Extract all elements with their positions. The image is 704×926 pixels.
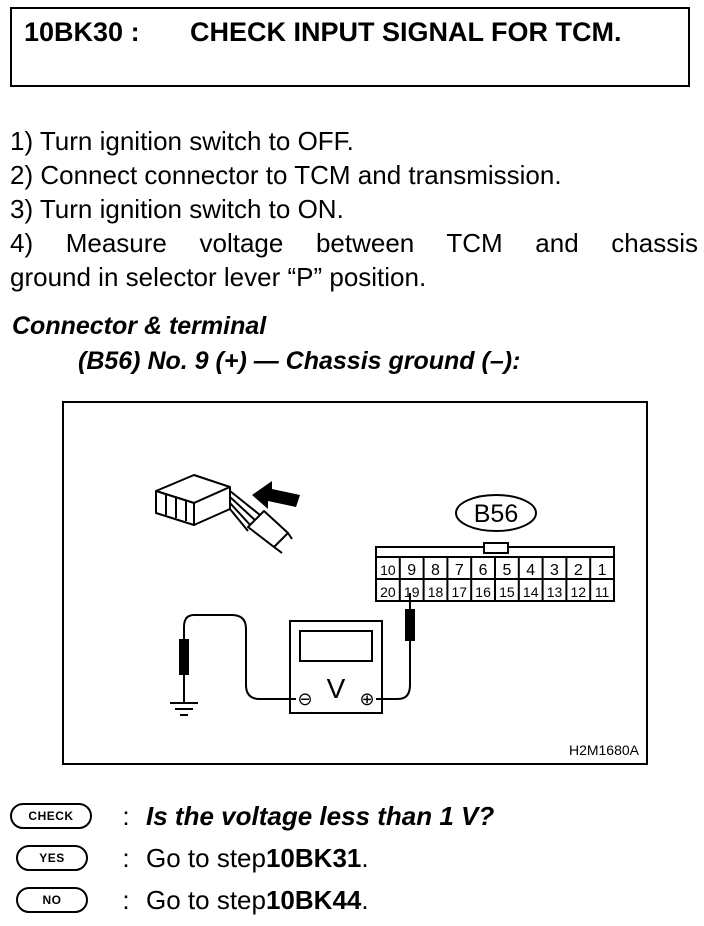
check-row: CHECK : Is the voltage less than 1 V? xyxy=(10,799,494,833)
pin-number: 6 xyxy=(479,562,488,579)
step-item: 3) Turn ignition switch to ON. xyxy=(10,194,344,224)
ground-probe xyxy=(179,639,189,675)
connector-illustration xyxy=(155,474,293,554)
meter-letter: V xyxy=(327,673,346,704)
plus-terminal-icon: ⊕ xyxy=(359,689,374,710)
pin-number: 19 xyxy=(404,584,420,600)
minus-terminal-icon: ⊖ xyxy=(297,689,312,710)
pin-number: 18 xyxy=(428,584,444,600)
pin-number: 4 xyxy=(526,562,535,579)
connector-label: B56 xyxy=(474,500,518,528)
no-text: Go to step xyxy=(146,884,266,915)
connector-heading: Connector & terminal xyxy=(12,312,267,340)
colon: : xyxy=(122,800,130,831)
pin-number: 14 xyxy=(523,584,539,600)
yes-end: . xyxy=(361,842,369,873)
step-title: CHECK INPUT SIGNAL FOR TCM. xyxy=(190,17,622,47)
pin-number: 20 xyxy=(380,584,396,600)
voltmeter: V ⊖ ⊕ xyxy=(289,620,383,714)
no-row: NO : Go to step 10BK44 . xyxy=(10,883,369,917)
colon: : xyxy=(122,884,130,915)
procedure-steps: 1) Turn ignition switch to OFF. 2) Conne… xyxy=(10,124,698,294)
no-step-link[interactable]: 10BK44 xyxy=(265,884,362,915)
pin-number: 2 xyxy=(574,562,583,579)
pin-number: 17 xyxy=(452,584,468,600)
pin-number: 8 xyxy=(431,562,440,579)
colon: : xyxy=(122,842,130,873)
step-item: 4) Measure voltage between TCM and chass… xyxy=(10,228,698,258)
positive-probe xyxy=(405,609,415,641)
step-item-continued: ground in selector lever “P” position. xyxy=(10,262,427,292)
yes-badge: YES xyxy=(16,845,88,871)
probe-direction-arrow xyxy=(252,481,300,509)
pin-number: 13 xyxy=(547,584,563,600)
pin-number: 10 xyxy=(380,562,396,578)
pin-number: 3 xyxy=(550,562,559,579)
title-box: 10BK30 : CHECK INPUT SIGNAL FOR TCM. xyxy=(10,7,690,87)
no-badge: NO xyxy=(16,887,88,913)
pin-number: 1 xyxy=(598,562,607,579)
step-item: 2) Connect connector to TCM and transmis… xyxy=(10,160,562,190)
no-end: . xyxy=(361,884,369,915)
yes-row: YES : Go to step 10BK31 . xyxy=(10,841,369,875)
pin-number: 9 xyxy=(407,562,416,579)
step-item: 1) Turn ignition switch to OFF. xyxy=(10,126,354,156)
test-leads xyxy=(170,593,411,716)
check-question: Is the voltage less than 1 V? xyxy=(146,800,495,831)
yes-step-link[interactable]: 10BK31 xyxy=(265,842,362,873)
step-code: 10BK30 : xyxy=(24,17,140,47)
pin-number: 15 xyxy=(499,584,515,600)
check-badge: CHECK xyxy=(10,803,92,829)
connector-detail: (B56) No. 9 (+) — Chassis ground (–): xyxy=(78,347,521,375)
pin-number: 7 xyxy=(455,562,464,579)
pin-number: 12 xyxy=(571,584,587,600)
figure-code: H2M1680A xyxy=(569,742,640,758)
pin-number: 16 xyxy=(475,584,491,600)
pin-number: 5 xyxy=(502,562,511,579)
connector-label-oval xyxy=(455,494,537,532)
yes-text: Go to step xyxy=(146,842,266,873)
pin-number: 11 xyxy=(595,584,610,600)
